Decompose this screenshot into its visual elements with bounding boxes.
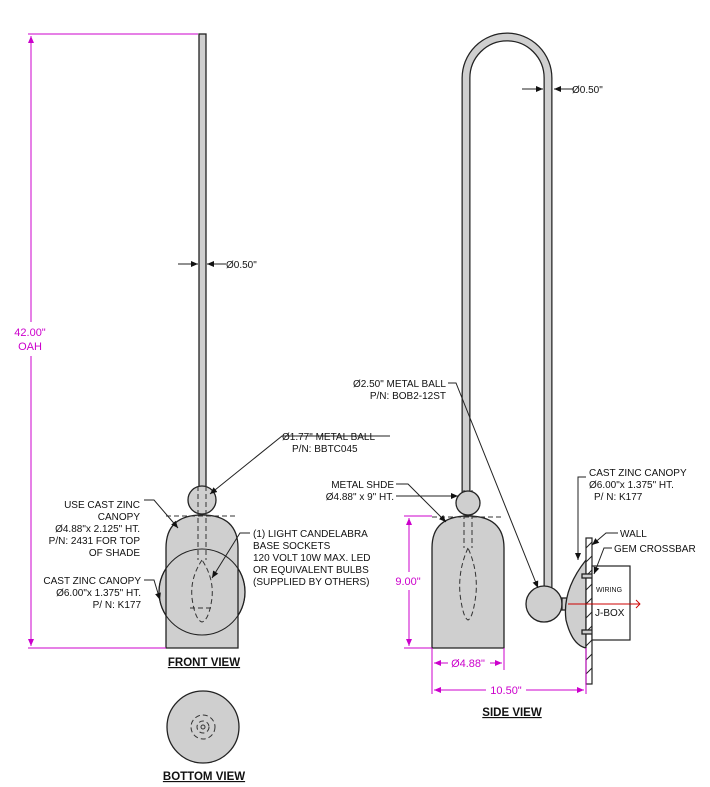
side-bulb (459, 546, 477, 621)
side-canopy-note-2: Ø6.00"x 1.375" HT. (589, 480, 674, 491)
jbox-label: J-BOX (595, 608, 625, 619)
bottom-shade (166, 690, 240, 764)
side-shade-ball (455, 490, 481, 516)
front-ball-pn: P/N: BBTC045 (292, 444, 358, 455)
shade-height-dim: 9.00" (395, 576, 420, 588)
top-canopy-note-2: CANOPY (98, 512, 141, 523)
crossbar-label: GEM CROSSBAR (614, 544, 696, 555)
bottom-center-mark (200, 724, 206, 730)
bottom-view: BOTTOM VIEW (163, 690, 245, 783)
front-ball (187, 485, 217, 515)
bottom-hidden-circle (196, 720, 210, 734)
front-rod-diameter: Ø0.50" (226, 260, 257, 271)
bottom-view-title: BOTTOM VIEW (163, 771, 245, 783)
socket-note-5: (SUPPLIED BY OTHERS) (253, 577, 370, 588)
overall-height-value: 42.00" (14, 327, 46, 339)
front-canopy-note-1: CAST ZINC CANOPY (43, 576, 141, 587)
socket-note-4: OR EQUIVALENT BULBS (253, 565, 369, 576)
wall-label: WALL (620, 529, 647, 540)
side-ball-pn: P/N: BOB2-12ST (370, 391, 446, 402)
socket-note-2: BASE SOCKETS (253, 541, 331, 552)
side-rod-diameter: Ø0.50" (572, 85, 603, 96)
socket-note-1: (1) LIGHT CANDELABRA (253, 529, 368, 540)
shade-note-2: Ø4.88" x 9" HT. (326, 492, 394, 503)
top-canopy-note-1: USE CAST ZINC (64, 500, 140, 511)
overall-height-unit: OAH (18, 341, 42, 353)
front-bulb (191, 559, 213, 623)
projection-dim: 10.50" (490, 685, 522, 697)
bottom-hidden-circle (190, 714, 216, 740)
side-canopy-note-1: CAST ZINC CANOPY (589, 468, 687, 479)
side-shade (431, 515, 505, 649)
front-canopy-note-2: Ø6.00"x 1.375" HT. (56, 588, 141, 599)
shade-width-dim: Ø4.88" (451, 658, 485, 670)
side-ball-label: Ø2.50" METAL BALL (353, 379, 446, 390)
top-canopy-note-4: P/N: 2431 FOR TOP (49, 536, 141, 547)
shade-note-1: METAL SHDE (331, 480, 394, 491)
front-rod (198, 33, 207, 491)
socket-note-3: 120 VOLT 10W MAX. LED (253, 553, 370, 564)
side-end-ball (525, 585, 563, 623)
wall (585, 537, 593, 685)
side-canopy-note-3: P/ N: K177 (594, 492, 643, 503)
top-canopy-note-5: OF SHADE (89, 548, 140, 559)
top-canopy-note-3: Ø4.88"x 2.125" HT. (55, 524, 140, 535)
jbox (591, 565, 631, 641)
front-ball-label: Ø1.77" METAL BALL (282, 432, 375, 443)
front-canopy-outline (158, 548, 246, 636)
wiring-label: WIRING (596, 587, 622, 594)
front-canopy-note-3: P/ N: K177 (93, 600, 142, 611)
front-shade (165, 514, 239, 649)
front-view: Ø0.50" Ø1.77" METAL BALL P/N: BBTC045 US… (14, 33, 390, 669)
side-view-title: SIDE VIEW (482, 707, 542, 719)
side-view: WIRING J-BOX Ø0.50" Ø2.50" METAL BALL P/… (326, 32, 696, 719)
front-view-title: FRONT VIEW (168, 657, 240, 669)
